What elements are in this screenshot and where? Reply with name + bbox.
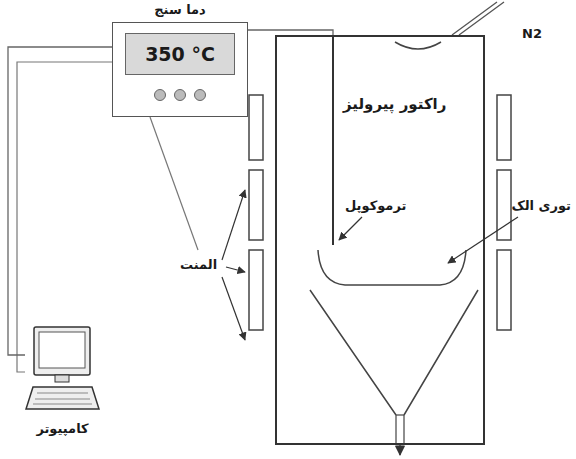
display-reading: 350 °C	[145, 43, 215, 65]
computer: کامپیوتر	[25, 325, 100, 436]
sieve-mesh	[318, 250, 466, 285]
funnel	[310, 290, 478, 415]
part-label: توری الک	[511, 198, 571, 213]
leader-arrow	[339, 217, 362, 240]
outlet-tube	[396, 415, 404, 445]
part-label: ترموکوپل	[345, 198, 406, 213]
power-wire	[150, 117, 198, 250]
gas-label: N2	[522, 26, 542, 41]
gas-distributor	[395, 42, 441, 49]
leader-arrow	[448, 217, 518, 263]
control-button	[174, 89, 186, 101]
device-caption: کامپیوتر	[25, 421, 100, 436]
thermocouple-probe	[332, 35, 334, 245]
reactor-title: راکتور پیرولیز	[343, 95, 446, 113]
leader-arrow	[222, 277, 245, 340]
part-label: المنت	[180, 257, 217, 272]
leader-arrow	[222, 190, 245, 260]
control-button	[154, 89, 166, 101]
signal-wire	[17, 62, 112, 372]
computer-icon	[25, 325, 100, 413]
thermometer-device: دما سنج350 °C	[112, 22, 248, 117]
control-button	[194, 89, 206, 101]
outlet-arrow	[399, 445, 401, 455]
pyrolysis-reactor: راکتور پیرولیز	[275, 35, 485, 445]
device-title: دما سنج	[113, 2, 247, 17]
heating-element	[249, 95, 511, 330]
wire-connector	[8, 47, 112, 355]
display-screen: 350 °C	[125, 33, 235, 75]
leader-arrow	[226, 267, 245, 272]
gas-inlet-tube	[452, 2, 504, 35]
button-row	[113, 89, 247, 101]
